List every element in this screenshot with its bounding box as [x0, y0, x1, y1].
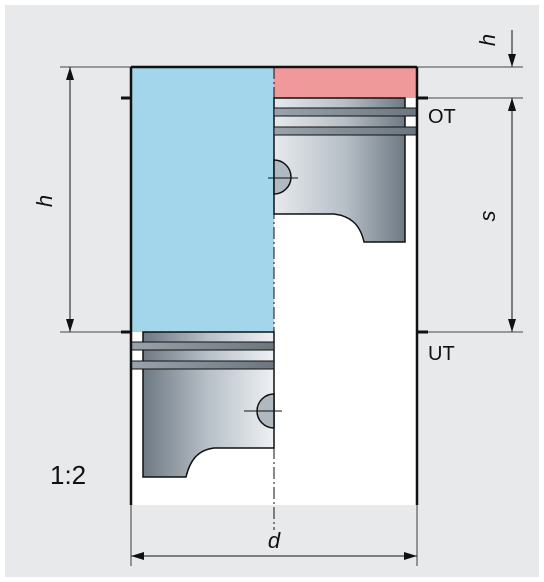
dimension-s: [508, 98, 516, 332]
swept-volume: [131, 67, 274, 332]
label-ot: OT: [428, 106, 456, 128]
scale-label: 1:2: [50, 460, 86, 490]
label-s: s: [475, 211, 500, 222]
dimension-d: [131, 552, 417, 560]
piston-bottom-dead-center: [130, 331, 282, 478]
label-d: d: [268, 528, 281, 553]
label-h-left: h: [32, 195, 57, 207]
dimension-h-top: [508, 30, 516, 111]
dimension-h-left: [66, 67, 74, 332]
label-ut: UT: [428, 343, 455, 365]
label-h-top: h: [475, 34, 500, 46]
compression-volume: [274, 67, 417, 98]
